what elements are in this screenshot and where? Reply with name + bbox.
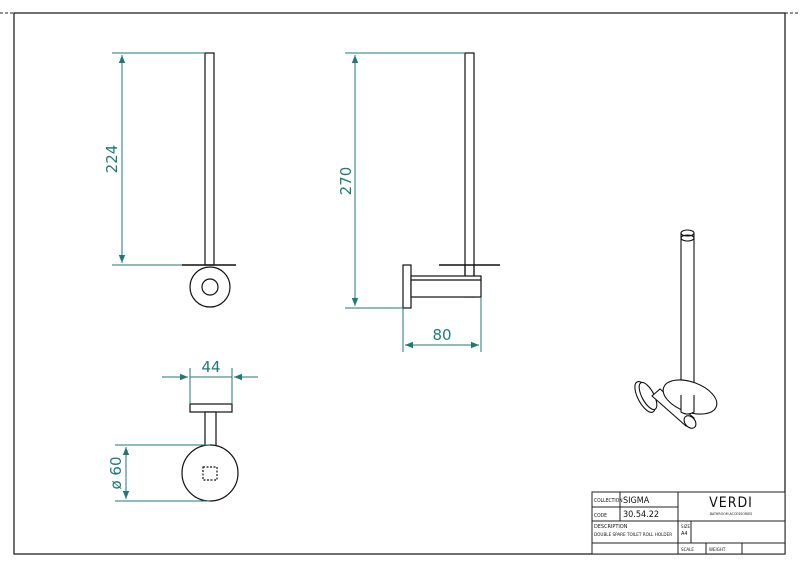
code-label: CODE <box>594 513 607 519</box>
dimension-height-front <box>112 52 205 266</box>
dimension-label-270: 270 <box>337 167 355 196</box>
dimension-height-side <box>345 52 465 309</box>
size-value: A4 <box>681 531 688 537</box>
collection-value: SIGMA <box>623 496 650 506</box>
top-view <box>181 403 239 502</box>
collection-label: COLLECTION <box>594 498 623 504</box>
dimension-depth-side <box>402 297 482 352</box>
dimension-label-44: 44 <box>201 358 220 376</box>
dimension-label-80: 80 <box>432 326 451 344</box>
dimension-diameter-top <box>115 444 210 502</box>
drawing-frame <box>0 12 800 555</box>
brand-tagline: BATHROOM ACCESSORIES <box>710 512 752 516</box>
code-value: 30.54.22 <box>623 510 659 520</box>
size-label: SIZE <box>681 524 691 530</box>
dimension-label-224: 224 <box>103 145 121 174</box>
front-view <box>182 52 236 308</box>
weight-label: WEIGHT <box>709 547 726 553</box>
description-label: DESCRIPTION <box>594 524 628 530</box>
brand-name: VERDI <box>709 495 753 511</box>
dimension-width-top <box>162 368 258 404</box>
title-block <box>591 491 786 555</box>
scale-label: SCALE <box>681 547 694 553</box>
side-view <box>402 52 500 309</box>
isometric-view <box>634 229 718 429</box>
dimension-label-diameter-60: ø 60 <box>107 456 125 489</box>
description-value: DOUBLE SPARE TOILET ROLL HOLDER <box>594 532 672 538</box>
